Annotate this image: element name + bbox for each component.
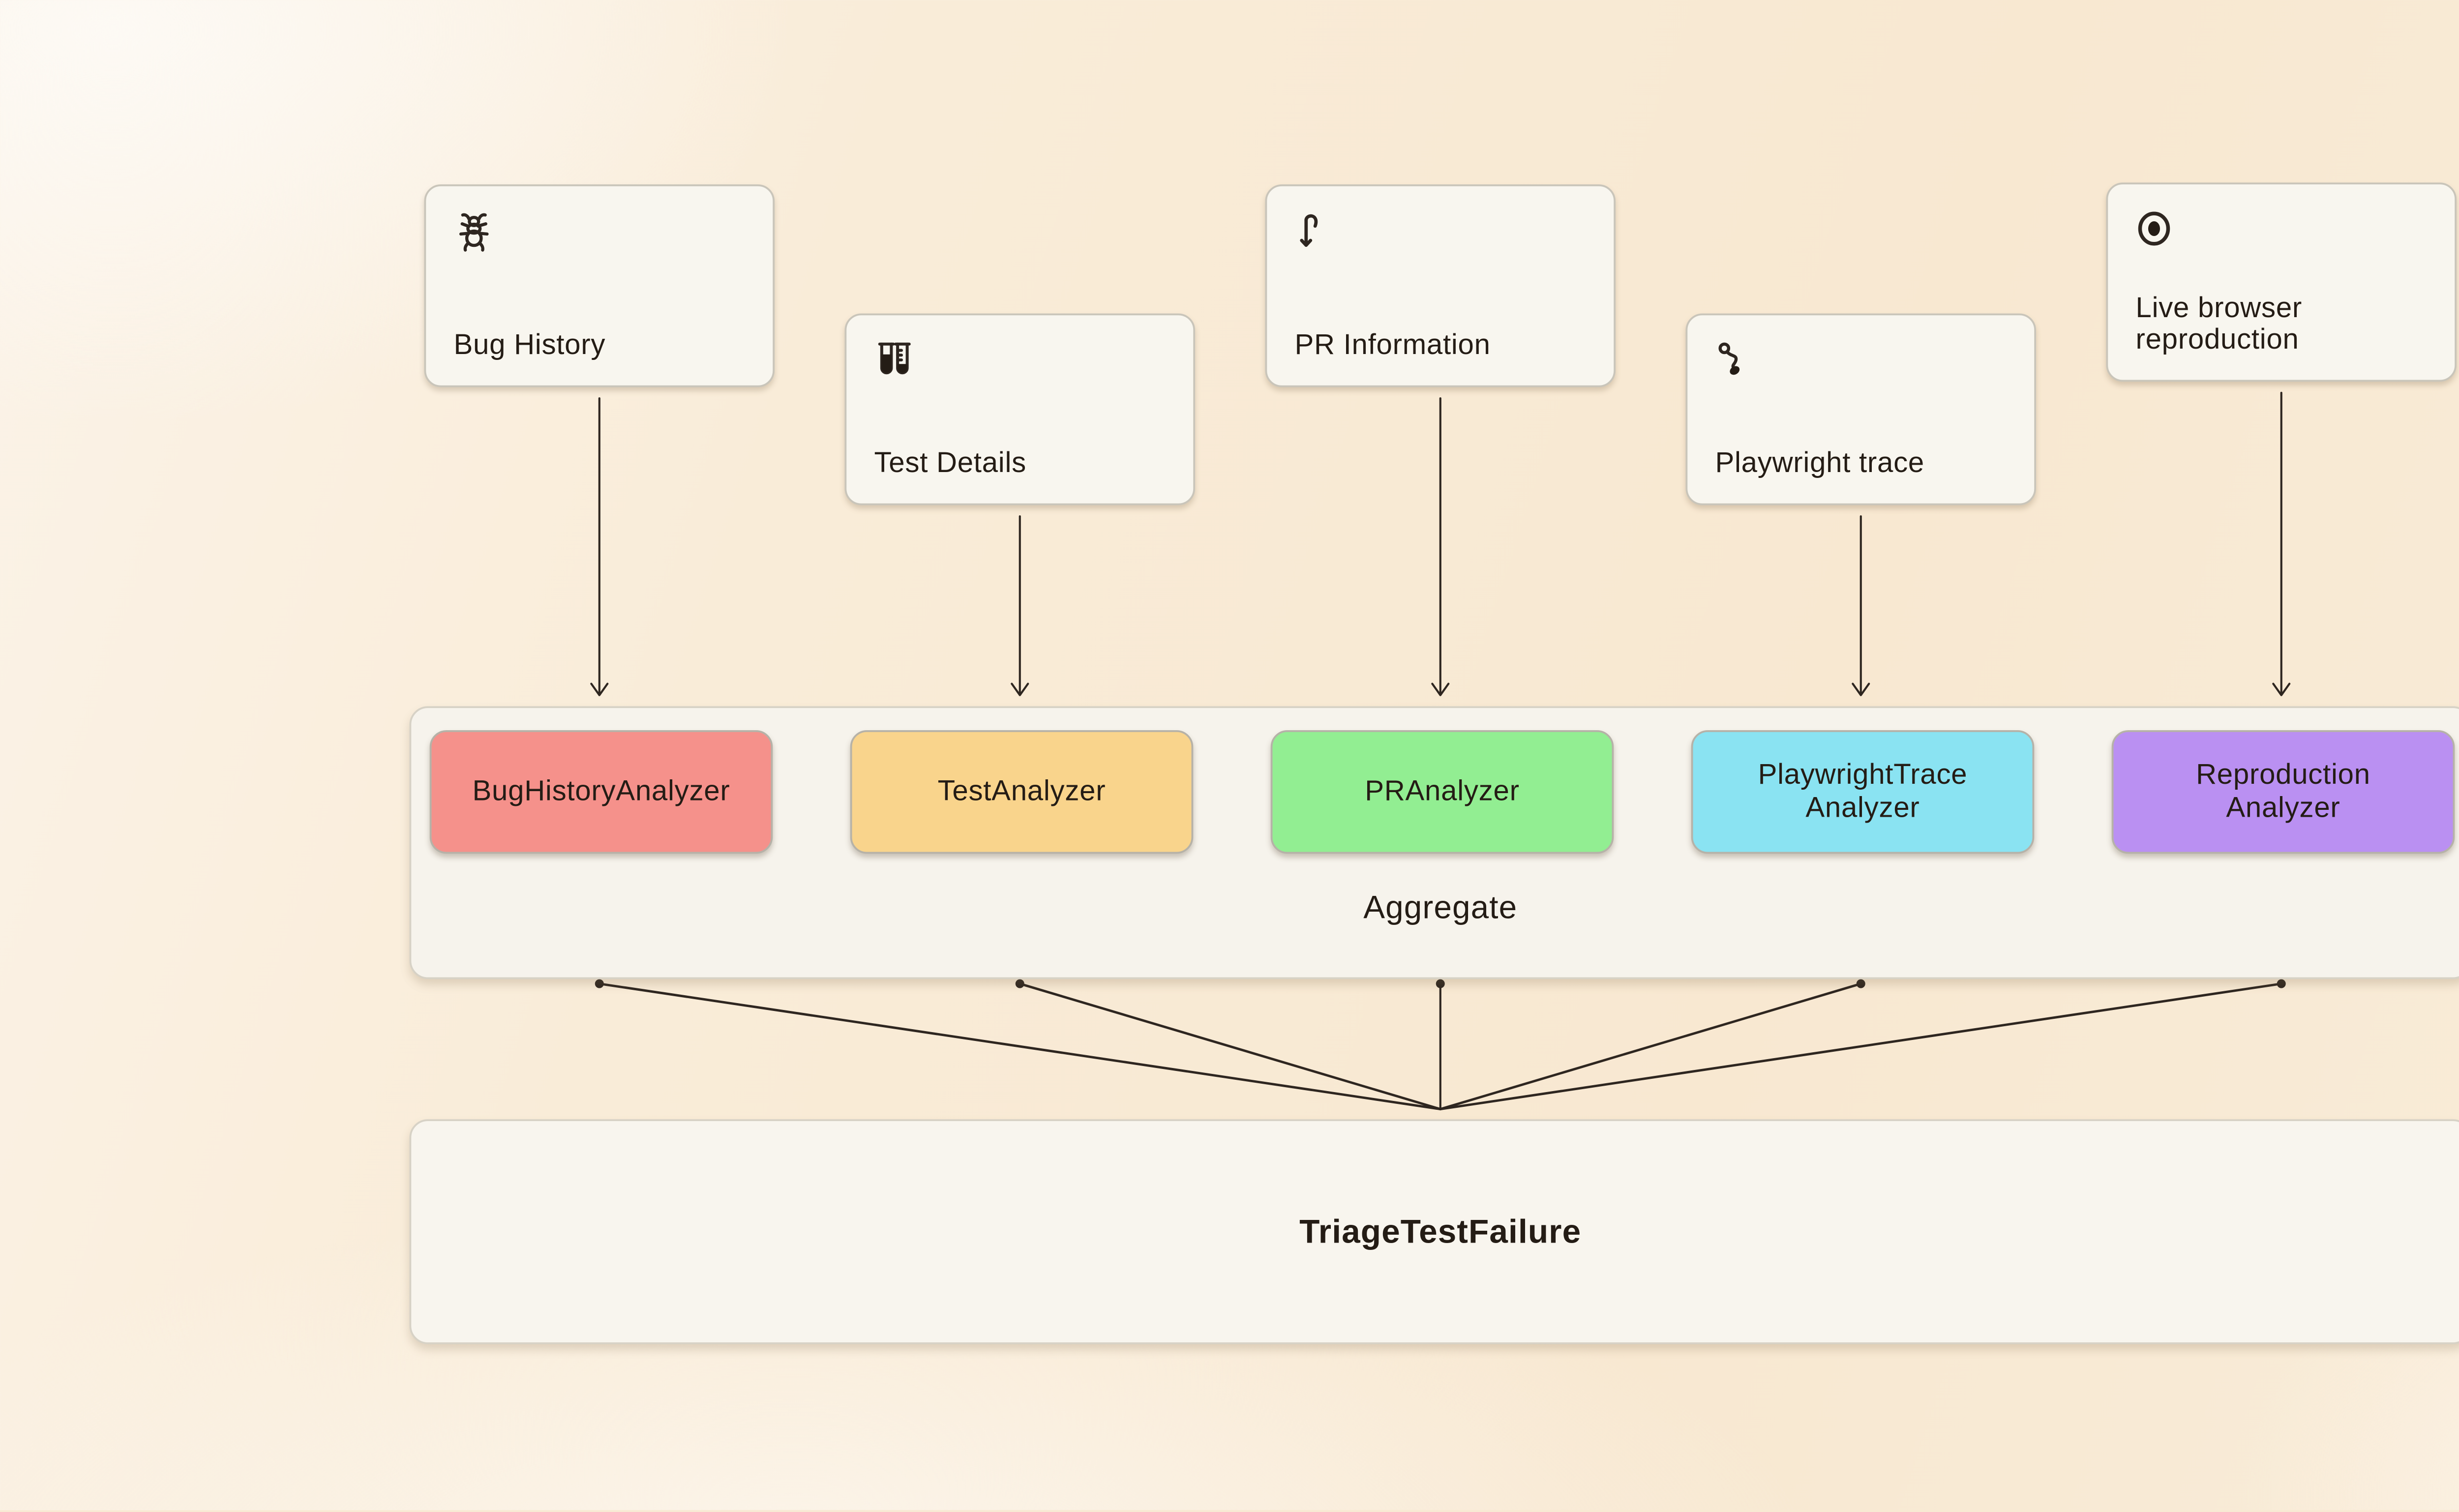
analyzer-chip-bug-history: BugHistoryAnalyzer [430, 730, 773, 854]
aggregate-panel: BugHistoryAnalyzer TestAnalyzer PRAnalyz… [410, 706, 2459, 979]
input-arrow-test-details [1012, 516, 1028, 695]
input-card-label: PR Information [1295, 331, 1599, 363]
input-card-playwright-trace: Playwright trace [1686, 314, 2037, 505]
aggregate-label: Aggregate [411, 889, 2459, 928]
test-tubes-icon [872, 339, 917, 384]
aggregate-to-output-lines [600, 984, 2281, 1109]
input-arrow-bug-history [591, 398, 607, 695]
analyzer-chip-label: Reproduction Analyzer [2196, 759, 2370, 825]
analyzer-chip-playwright-trace: PlaywrightTrace Analyzer [1691, 730, 2035, 854]
input-card-label: Live browser reproduction [2136, 293, 2440, 357]
pr-arrow-icon [1293, 210, 1337, 255]
input-arrow-pr-information [1432, 398, 1448, 695]
analyzer-chip-label: TestAnalyzer [938, 775, 1106, 808]
output-label: TriageTestFailure [411, 1214, 2459, 1252]
record-icon [2134, 208, 2178, 253]
input-card-live-browser-reproduction: Live browser reproduction [2106, 182, 2457, 382]
bug-icon [452, 210, 496, 255]
input-card-pr-information: PR Information [1265, 184, 1616, 387]
analyzer-chip-reproduction: Reproduction Analyzer [2112, 730, 2455, 854]
analyzer-chip-label: PlaywrightTrace Analyzer [1758, 759, 1968, 825]
connection-dot [2277, 979, 2286, 988]
output-panel-triage-test-failure: TriageTestFailure [410, 1119, 2459, 1344]
input-card-label: Playwright trace [1715, 449, 2020, 481]
input-arrow-live-browser [2273, 393, 2289, 695]
connection-dot [595, 979, 604, 988]
connection-dot [1857, 979, 1865, 988]
analyzer-chip-test: TestAnalyzer [850, 730, 1194, 854]
analyzer-chip-label: PRAnalyzer [1365, 775, 1519, 808]
connection-dots [595, 979, 2286, 988]
connection-dot [1016, 979, 1024, 988]
input-arrow-playwright-trace [1853, 516, 1869, 695]
analyzer-chip-pr: PRAnalyzer [1271, 730, 1614, 854]
input-card-test-details: Test Details [845, 314, 1196, 505]
input-card-label: Bug History [454, 331, 758, 363]
trace-route-icon [1713, 339, 1758, 384]
input-card-label: Test Details [874, 449, 1179, 481]
analyzer-chip-label: BugHistoryAnalyzer [473, 775, 730, 808]
input-card-bug-history: Bug History [424, 184, 775, 387]
connection-dot [1436, 979, 1445, 988]
